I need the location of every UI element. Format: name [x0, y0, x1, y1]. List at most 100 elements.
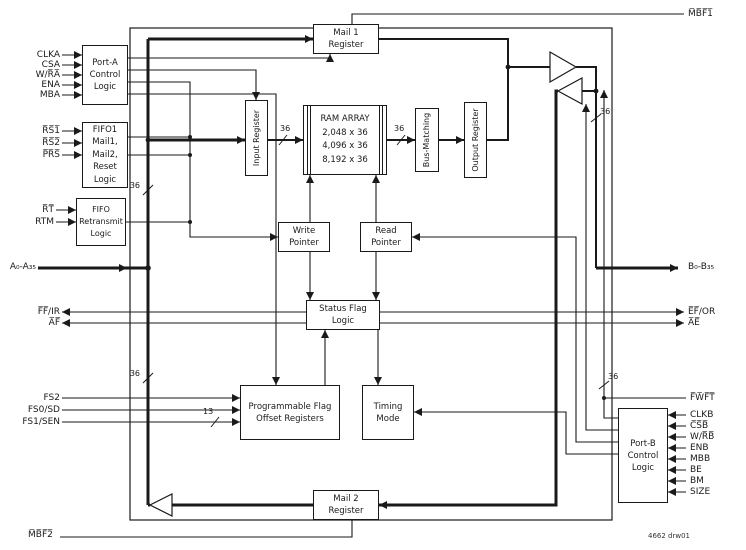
- block-label: 8,192 x 36: [322, 154, 368, 165]
- block-label: Port-B: [630, 438, 656, 449]
- block-write-pointer: Write Pointer: [278, 222, 330, 252]
- signal-label-clkb: CLKB: [690, 410, 714, 420]
- block-fifo-retransmit-logic: FIFO Retransmit Logic: [76, 198, 126, 246]
- block-label: Port-A: [92, 58, 118, 68]
- output-buffer-triangle: [549, 50, 578, 84]
- buffer-triangles: [148, 50, 583, 517]
- block-label: Output Register: [470, 108, 480, 172]
- signal-label-rs2: R̅S̅2̅: [42, 138, 60, 148]
- block-label: 4,096 x 36: [322, 141, 368, 151]
- ram-stack-line: [310, 106, 311, 174]
- signal-label-ef-or: E̅F̅/OR: [688, 307, 716, 317]
- signal-label-prs: P̅R̅S̅: [42, 150, 60, 160]
- block-label: Pointer: [371, 238, 401, 248]
- signal-label-mbf1: M̅B̅F̅1̅: [688, 9, 713, 19]
- signal-label-csb: C̅S̅B̅: [690, 421, 709, 431]
- block-label: Mail 2: [333, 494, 359, 504]
- bus-width-label: 36: [280, 124, 291, 133]
- block-label: Pointer: [289, 238, 319, 248]
- block-label: Mail 1: [333, 28, 359, 38]
- block-output-register: Output Register: [464, 102, 487, 178]
- block-ram-array: RAM ARRAY 2,048 x 36 4,096 x 36 8,192 x …: [303, 105, 387, 175]
- signal-label-bm: BM: [690, 476, 704, 486]
- block-label: Logic: [93, 174, 117, 185]
- signal-label-csa: CSA: [41, 60, 60, 70]
- block-label: Mail1,: [92, 137, 118, 148]
- signal-label-b-bus: B₀-B₃₅: [688, 262, 715, 272]
- block-label: Write: [292, 226, 316, 236]
- block-label: Logic: [631, 462, 655, 473]
- control-wires: [56, 13, 686, 538]
- block-label: FIFO: [92, 205, 110, 214]
- block-status-flag-logic: Status Flag Logic: [306, 300, 380, 330]
- signal-label-mbb: MBB: [690, 454, 711, 464]
- input-buffer-triangle: [556, 76, 583, 106]
- signal-label-fwft: F̅W̅F̅T̅: [690, 393, 715, 403]
- block-label: Read: [375, 226, 397, 236]
- block-label: Register: [328, 506, 364, 516]
- signal-label-rtm: RTM: [35, 217, 54, 227]
- block-mail1-register: Mail 1 Register: [313, 24, 379, 54]
- drawing-number-caption: 4662 drw01: [648, 532, 690, 540]
- signal-label-wra: W/R̅A̅: [35, 70, 60, 80]
- signal-label-rt: R̅T̅: [42, 205, 54, 215]
- block-bus-matching: Bus-Matching: [415, 108, 439, 172]
- block-timing-mode: Timing Mode: [362, 385, 414, 440]
- block-label: Offset Registers: [256, 413, 324, 424]
- block-read-pointer: Read Pointer: [360, 222, 412, 252]
- datapath-wires: [268, 38, 597, 268]
- ram-stack-line: [382, 106, 383, 174]
- ram-stack-line: [379, 106, 380, 174]
- block-label: 2,048 x 36: [322, 127, 368, 138]
- block-programmable-flag-offset-registers: Programmable Flag Offset Registers: [240, 385, 340, 440]
- bus-width-label: 36: [129, 181, 140, 190]
- signal-label-size: SIZE: [690, 487, 711, 497]
- block-mail2-register: Mail 2 Register: [313, 490, 379, 520]
- block-label: Control: [627, 450, 659, 461]
- block-label: Reset: [93, 162, 117, 173]
- junction-dots: [145, 64, 606, 400]
- signal-label-mbf2: M̅B̅F̅2̅: [28, 530, 53, 540]
- block-label: Logic: [331, 316, 355, 326]
- block-label: Logic: [93, 82, 117, 92]
- block-label: Input Register: [251, 109, 261, 167]
- block-label: Retransmit: [79, 217, 123, 226]
- signal-label-fs2: FS2: [43, 393, 60, 403]
- block-label: Logic: [90, 229, 112, 238]
- mail2-output-buffer-triangle: [148, 493, 173, 517]
- ram-stack-line: [307, 106, 308, 174]
- block-label: Bus-Matching: [422, 112, 431, 168]
- block-label: RAM ARRAY: [320, 114, 370, 124]
- signal-label-af: A̅F̅: [48, 318, 60, 328]
- block-fifo1-reset-logic: FIFO1 Mail1, Mail2, Reset Logic: [82, 122, 128, 188]
- signal-label-ena: ENA: [41, 80, 60, 90]
- signal-label-enb: ENB: [690, 443, 709, 453]
- signal-label-mba: MBA: [39, 90, 60, 100]
- block-label: Programmable Flag: [248, 401, 332, 412]
- bus-width-slashes: [142, 113, 610, 428]
- signal-label-fs0-sd: FS0/SD: [27, 405, 60, 415]
- signal-label-fs1-sen: FS1/SEN: [22, 417, 60, 427]
- bus-width-label: 13: [203, 407, 214, 416]
- signal-label-wrb: W/R̅B̅: [690, 432, 715, 442]
- signal-label-ff-ir: F̅F̅/IR: [37, 307, 60, 317]
- signal-label-be: BE: [690, 465, 702, 475]
- bus-width-label: 36: [129, 369, 140, 378]
- bus-width-label: 36: [394, 124, 405, 133]
- block-label: Status Flag: [319, 304, 367, 314]
- bus-width-label: 36: [608, 372, 619, 381]
- signal-label-a-bus: A₀-A₃₅: [9, 262, 36, 272]
- chip-boundary: [129, 27, 613, 521]
- block-input-register: Input Register: [245, 100, 268, 176]
- signal-label-rs1: R̅S̅1̅: [42, 126, 60, 136]
- block-label: Register: [328, 40, 364, 50]
- signal-label-ae: A̅E̅: [688, 318, 700, 328]
- block-label: Timing: [373, 401, 403, 412]
- block-label: FIFO1: [92, 124, 118, 135]
- block-port-b-control: Port-B Control Logic: [618, 408, 668, 503]
- block-label: Control: [89, 70, 121, 80]
- bus-width-label: 36: [600, 107, 611, 116]
- signal-label-clka: CLKA: [36, 50, 60, 60]
